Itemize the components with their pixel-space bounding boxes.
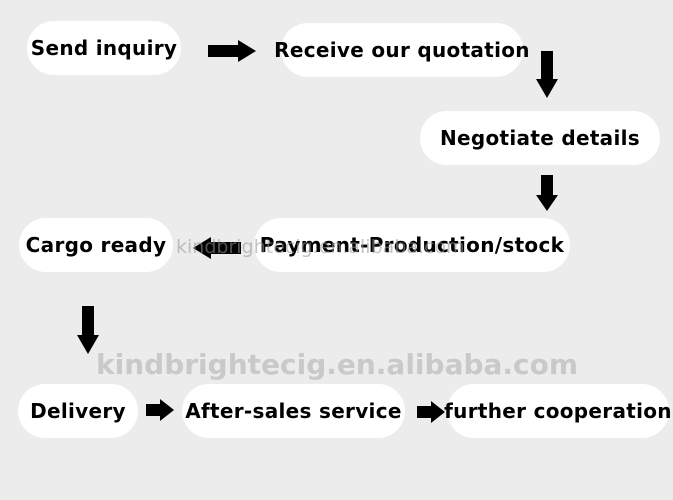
- step-send-inquiry: Send inquiry: [27, 21, 181, 75]
- arrow-right-icon: [417, 401, 445, 423]
- step-label: After-sales service: [185, 399, 402, 423]
- step-after-sales: After-sales service: [182, 384, 405, 438]
- arrow-right-icon: [208, 40, 256, 62]
- step-negotiate-details: Negotiate details: [420, 111, 660, 165]
- step-further-cooperation: further cooperation: [444, 384, 672, 438]
- step-label: Send inquiry: [30, 36, 178, 60]
- arrow-down-icon: [536, 51, 558, 98]
- step-label: further cooperation: [444, 399, 672, 423]
- step-label: Payment-Production/stock: [259, 233, 565, 257]
- arrow-left-icon: [193, 237, 241, 259]
- step-label: Negotiate details: [439, 126, 640, 150]
- watermark-text: kindbrightecig.en.alibaba.com: [96, 348, 579, 381]
- arrow-down-icon: [536, 175, 558, 211]
- step-label: Cargo ready: [25, 233, 167, 257]
- step-receive-quotation: Receive our quotation: [274, 23, 530, 77]
- arrow-down-icon: [77, 306, 99, 354]
- step-delivery: Delivery: [18, 384, 138, 438]
- arrow-right-icon: [146, 399, 174, 421]
- step-cargo-ready: Cargo ready: [19, 218, 173, 272]
- step-label: Receive our quotation: [274, 38, 530, 62]
- step-payment-production: Payment-Production/stock: [254, 218, 570, 272]
- step-label: Delivery: [30, 399, 126, 423]
